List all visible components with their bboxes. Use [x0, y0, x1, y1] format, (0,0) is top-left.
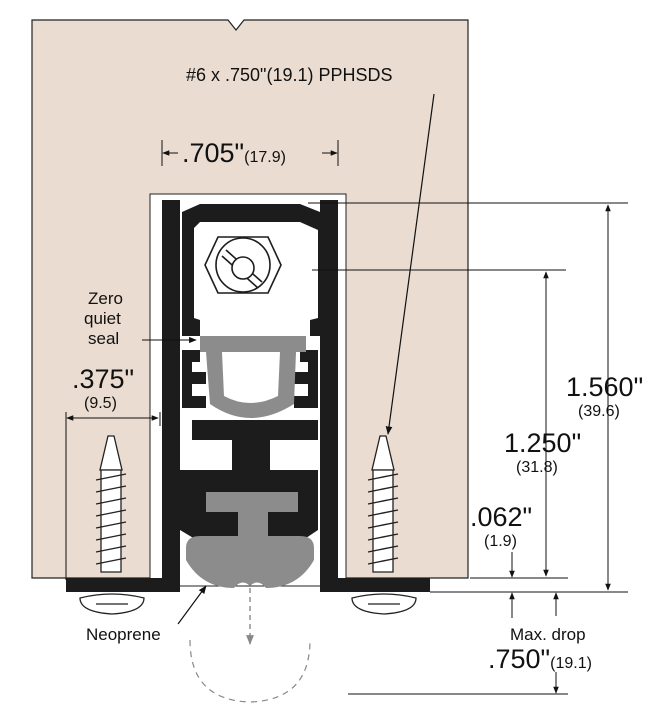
width-dimension-label: .705"(17.9) [182, 140, 286, 167]
housing-top [182, 204, 330, 336]
right-screw [351, 435, 417, 615]
max-drop-label: Max. drop [510, 625, 586, 644]
left-screw [79, 435, 145, 615]
offset-mm: (9.5) [84, 395, 117, 412]
height-total-inches: 1.560" [566, 372, 644, 402]
neoprene-leader [177, 585, 207, 625]
neoprene-label: Neoprene [86, 625, 161, 644]
height-total-mm: (39.6) [578, 403, 620, 420]
inner-rail-left [182, 350, 206, 408]
screw-spec-label: #6 x .750"(19.1) PPHSDS [186, 65, 393, 85]
t-bar [206, 492, 298, 538]
gap-mm: (1.9) [484, 533, 517, 550]
seal-label-line1: Zero [88, 289, 123, 308]
seal-label-line2: quiet [84, 309, 121, 328]
max-drop-dimension: .750"(19.1) [488, 646, 592, 673]
width-mm: (17.9) [244, 149, 286, 166]
extrusion-right [320, 200, 430, 592]
inner-rail-right [294, 350, 318, 408]
height-mid-inches: 1.250" [504, 428, 582, 458]
max-drop-mm: (19.1) [550, 655, 592, 672]
max-drop-inches: .750" [488, 644, 551, 674]
seal-label-line3: seal [88, 329, 120, 348]
gap-inches: .062" [470, 502, 533, 532]
screw-spec-leader [385, 93, 435, 435]
width-inches: .705" [182, 138, 245, 168]
offset-inches: .375" [72, 364, 135, 394]
drop-travel-arc [189, 639, 311, 703]
height-mid-mm: (31.8) [516, 459, 558, 476]
extrusion-left [66, 200, 180, 592]
neoprene-bulb [186, 536, 314, 588]
